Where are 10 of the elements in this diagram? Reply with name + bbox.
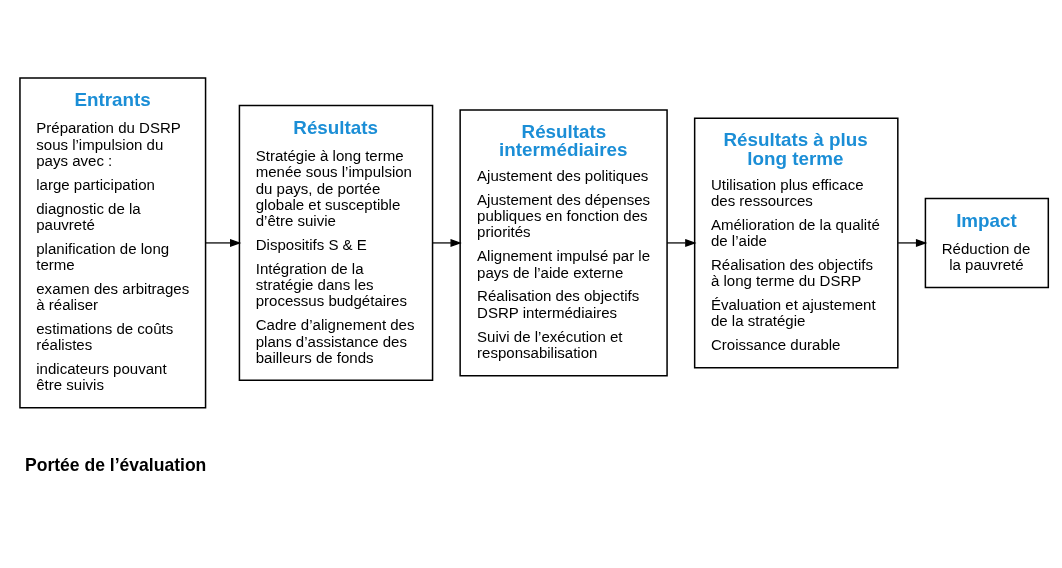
node-box: Entrants Préparation du DSRP sous l’impulsion du pays avec : large participation diagnostic de la pauvreté planification de long terme examen des arbitrages à réaliser estimations de coûts réalistes indicateurs pouvant être suivis — [19, 77, 207, 409]
node-box: Résultats intermédiaires Ajustement des politiques Ajustement des dépenses publiques en fonction des priorités Alignement impulsé par le pays de l’aide externe Réalisation des objectifs DSRP intermédiaires Suivi de l’exécution et responsabilisation — [459, 109, 668, 377]
node-box: Résultats Stratégie à long terme menée sous l’impulsion du pays, de portée globale et susceptible d’être suivie Dispositifs S & E Intégration de la stratégie dans les processus budgétaires Cadre d’alignement des plans d’assistance des bailleurs de fonds — [238, 104, 434, 381]
arrow — [666, 238, 697, 247]
label: Portée de l’évaluation — [24, 454, 207, 475]
arrow — [432, 238, 462, 247]
node-box: Résultats à plus long terme Utilisation plus efficace des ressources Amélioration de la qualité de l’aide Réalisation des objectifs à long terme du DSRP Évaluation et ajustement de la stratégie Croissance durable — [693, 117, 899, 369]
arrow — [897, 238, 928, 247]
arrow — [205, 238, 242, 247]
node-box: Impact Réduction de la pauvreté — [924, 197, 1050, 289]
